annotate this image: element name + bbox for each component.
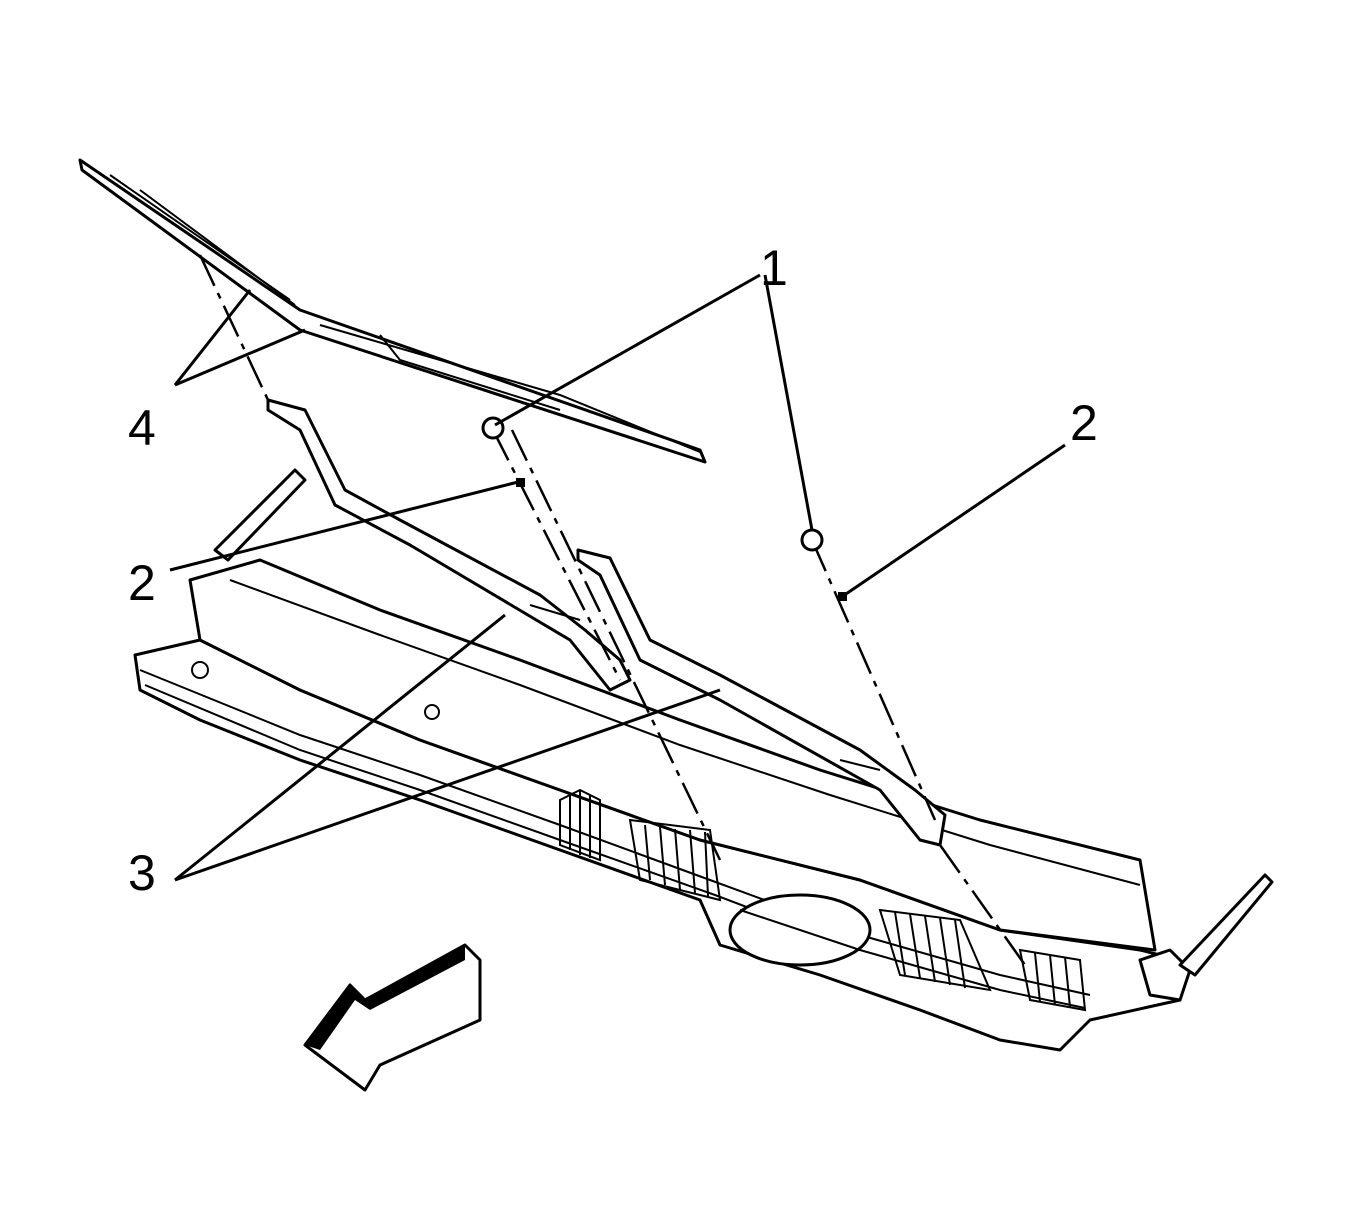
wiper-blade xyxy=(78,158,707,464)
leader-lines xyxy=(169,273,1066,882)
cowl-panel xyxy=(133,468,1274,1052)
nut-right xyxy=(800,528,824,552)
callout-2-right: 2 xyxy=(1070,395,1098,451)
cap-right xyxy=(838,592,847,601)
direction-arrow-icon xyxy=(303,943,482,1092)
cap-left xyxy=(516,478,525,487)
callout-4: 4 xyxy=(128,400,156,456)
cowl-right-bracket xyxy=(1138,948,1192,1002)
assembly-centerlines xyxy=(198,254,1027,966)
cowl-vent-right xyxy=(878,908,1087,1012)
callout-1: 1 xyxy=(760,240,788,296)
callout-3: 3 xyxy=(128,845,156,901)
wiper-arm-left xyxy=(266,398,632,692)
callout-2-left: 2 xyxy=(128,555,156,611)
cowl-vent-center xyxy=(559,788,722,902)
